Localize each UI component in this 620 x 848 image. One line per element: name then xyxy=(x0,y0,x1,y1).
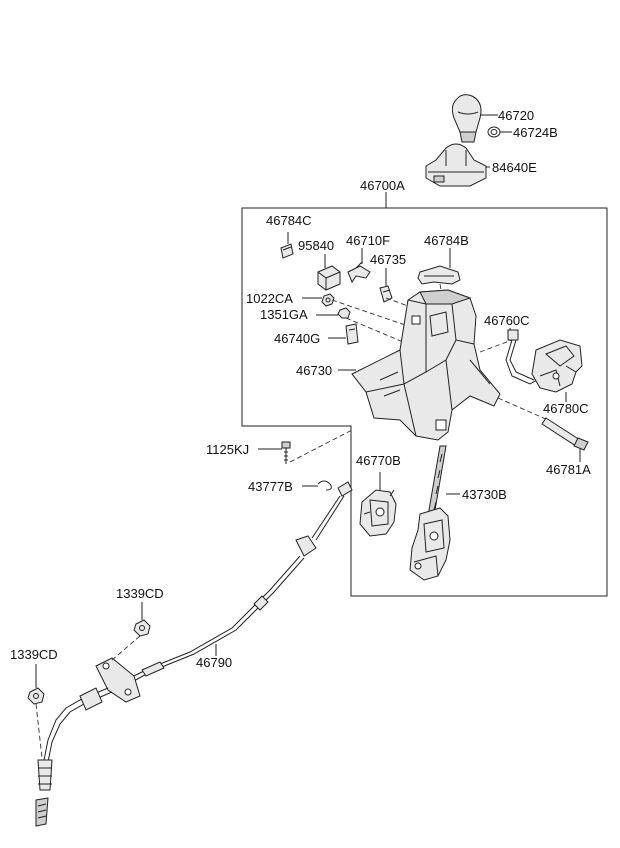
label-46730: 46730 xyxy=(296,363,332,378)
guide-9 xyxy=(35,703,43,759)
clip-46735 xyxy=(379,285,393,303)
boot-84640E xyxy=(425,143,487,187)
label-1339CD-upper: 1339CD xyxy=(116,586,164,601)
cover-46784B xyxy=(417,265,461,285)
bolt-46781A xyxy=(541,417,589,451)
solenoid-46780C xyxy=(531,339,583,393)
label-46740G: 46740G xyxy=(274,331,320,346)
label-46784B: 46784B xyxy=(424,233,469,248)
label-43730B: 43730B xyxy=(462,487,507,502)
label-95840: 95840 xyxy=(298,238,334,253)
nut-1022CA xyxy=(321,293,335,307)
switch-95840 xyxy=(317,265,341,291)
bracket-46710F xyxy=(347,261,371,284)
guide-7 xyxy=(289,429,353,463)
guide-8 xyxy=(111,635,141,661)
cable-46790 xyxy=(35,481,353,827)
label-46710F: 46710F xyxy=(346,233,390,248)
label-46735: 46735 xyxy=(370,252,406,267)
label-1339CD-lower: 1339CD xyxy=(10,647,58,662)
plate-46740G xyxy=(345,323,359,345)
label-46700A: 46700A xyxy=(360,178,405,193)
guide-2 xyxy=(345,317,409,345)
label-46724B: 46724B xyxy=(513,125,558,140)
label-46781A: 46781A xyxy=(546,462,591,477)
assembly-boundary xyxy=(241,207,608,597)
lever-43730B xyxy=(409,445,451,581)
label-46760C: 46760C xyxy=(484,313,530,328)
clip-46784C xyxy=(280,243,294,259)
label-46770B: 46770B xyxy=(356,453,401,468)
guide-6 xyxy=(479,339,513,353)
shift-knob-46720 xyxy=(451,94,482,143)
label-46784C: 46784C xyxy=(266,213,312,228)
nut-1339CD-upper xyxy=(133,619,151,637)
bracket-46770B xyxy=(359,489,397,537)
label-1022CA: 1022CA xyxy=(246,291,293,306)
nut-1339CD-lower xyxy=(27,687,45,705)
clip-43777B xyxy=(317,480,332,491)
label-46790: 46790 xyxy=(196,655,232,670)
harness-46760C xyxy=(505,329,541,385)
label-1351GA: 1351GA xyxy=(260,307,308,322)
label-1125KJ: 1125KJ xyxy=(206,442,249,457)
ring-46724B xyxy=(487,126,501,138)
nut-1351GA xyxy=(337,307,351,319)
housing-46730 xyxy=(351,289,501,441)
label-46780C: 46780C xyxy=(543,401,589,416)
label-43777B: 43777B xyxy=(248,479,293,494)
label-46720: 46720 xyxy=(498,108,534,123)
guide-3 xyxy=(385,297,409,307)
guide-5 xyxy=(497,397,549,421)
label-84640E: 84640E xyxy=(492,160,537,175)
bolt-1125KJ xyxy=(281,441,291,464)
